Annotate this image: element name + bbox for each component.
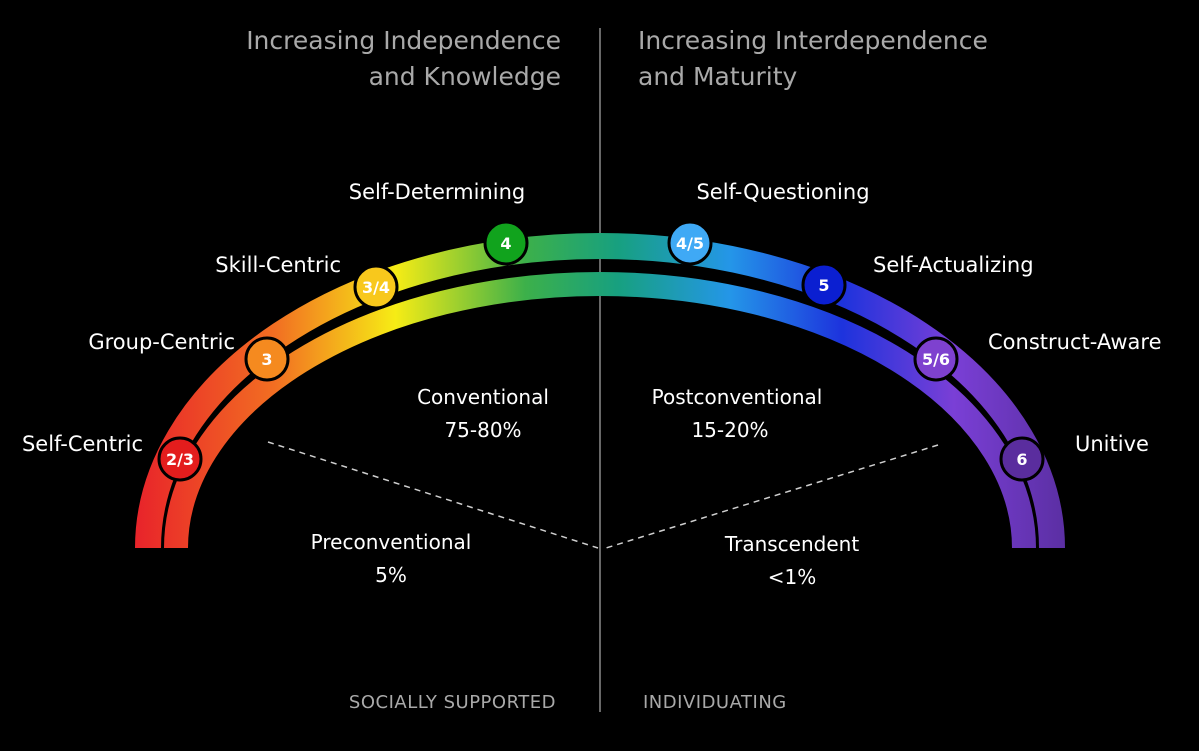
stage-badge-3: 3 [244, 336, 290, 382]
svg-text:3: 3 [261, 350, 272, 369]
footer-individuating: INDIVIDUATING [643, 692, 787, 713]
stage-label-self-determining: Self-Determining [349, 180, 526, 204]
zone-preconventional-name: Preconventional [311, 530, 472, 554]
stage-label-construct-aware: Construct-Aware [988, 330, 1162, 354]
stage-label-self-questioning: Self-Questioning [696, 180, 869, 204]
svg-text:3/4: 3/4 [362, 278, 390, 297]
left-heading-line1: Increasing Independence [246, 26, 561, 55]
svg-text:2/3: 2/3 [166, 450, 194, 469]
stage-badge-4: 4 [483, 220, 529, 266]
svg-text:4: 4 [500, 234, 511, 253]
arc-band-outer [135, 233, 1065, 549]
svg-text:6: 6 [1016, 450, 1027, 469]
zone-postconventional-pct: 15-20% [691, 418, 768, 442]
zone-conventional-pct: 75-80% [444, 418, 521, 442]
stage-label-unitive: Unitive [1075, 432, 1149, 456]
stage-label-group-centric: Group-Centric [88, 330, 235, 354]
zone-preconventional-pct: 5% [375, 563, 407, 587]
right-heading-line1: Increasing Interdependence [638, 26, 988, 55]
dashed-line-right [605, 444, 939, 549]
left-heading-line2: and Knowledge [369, 62, 561, 91]
stage-badge-4-5: 4/5 [667, 220, 713, 266]
zone-transcendent-name: Transcendent [724, 532, 860, 556]
footer-socially-supported: SOCIALLY SUPPORTED [349, 692, 556, 713]
stage-badge-2-3: 2/3 [157, 436, 203, 482]
arc-band-inner [164, 272, 1036, 549]
stage-label-self-centric: Self-Centric [22, 432, 143, 456]
svg-text:5: 5 [818, 276, 829, 295]
stage-badge-5: 5 [801, 262, 847, 308]
stage-label-skill-centric: Skill-Centric [215, 253, 341, 277]
zone-conventional-name: Conventional [417, 385, 549, 409]
right-heading-line2: and Maturity [638, 62, 798, 91]
svg-text:4/5: 4/5 [676, 234, 704, 253]
stage-badge-6: 6 [999, 436, 1045, 482]
svg-text:5/6: 5/6 [922, 350, 950, 369]
stage-label-self-actualizing: Self-Actualizing [873, 253, 1034, 277]
stage-badge-3-4: 3/4 [353, 264, 399, 310]
dashed-line-left [267, 441, 599, 549]
zone-transcendent-pct: <1% [768, 565, 817, 589]
zone-postconventional-name: Postconventional [652, 385, 823, 409]
stage-badge-5-6: 5/6 [913, 336, 959, 382]
